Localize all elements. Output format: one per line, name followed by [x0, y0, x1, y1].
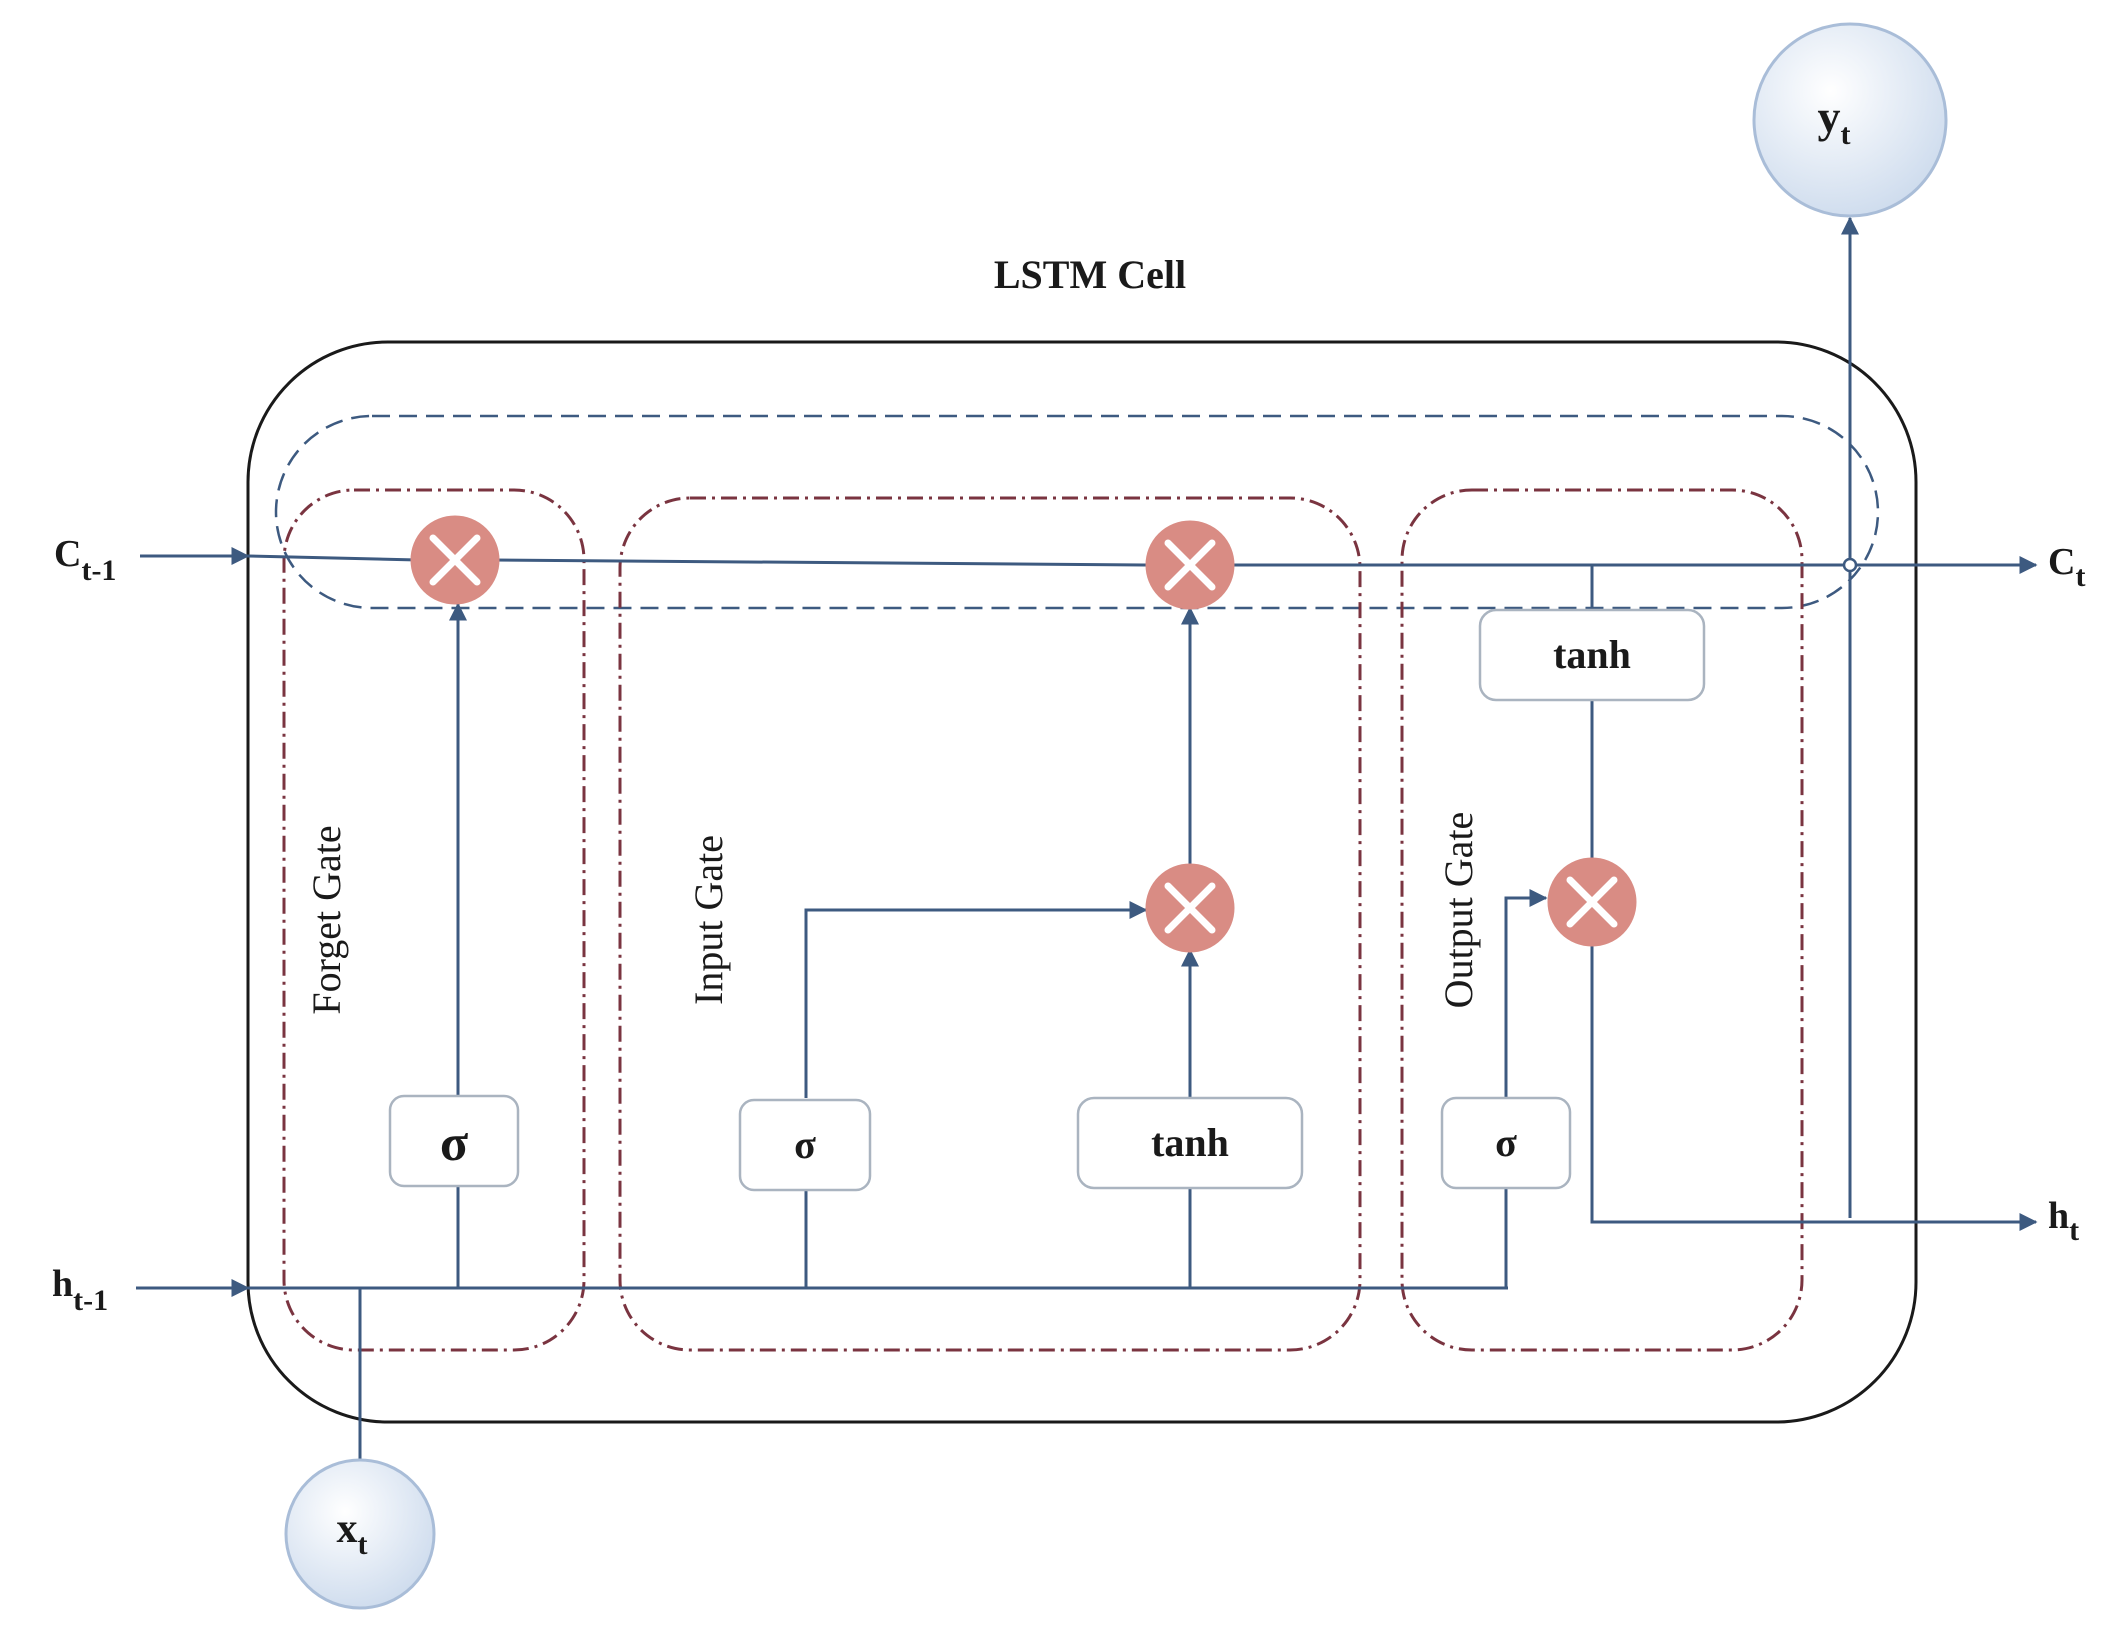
c-next-base: C	[2048, 541, 2075, 583]
c-prev-sub: t-1	[81, 554, 116, 587]
output-sigma-label: σ	[1495, 1120, 1517, 1165]
cell-state-line-1	[247, 554, 419, 562]
c-next-label: Ct	[2048, 541, 2085, 593]
svg-text:yt: yt	[1818, 91, 1851, 151]
forget-sigma-box: σ	[388, 1094, 520, 1188]
x-label-base: x	[337, 1506, 358, 1552]
input-gate-region	[618, 496, 1362, 1352]
output-gate-region	[1400, 488, 1804, 1352]
h-next-sub: t	[2069, 1214, 2079, 1247]
forget-gate-region	[282, 488, 586, 1352]
cell-to-tanh-line	[1590, 563, 1664, 612]
y-label-sub: t	[1841, 118, 1851, 151]
c-prev-base: C	[54, 533, 81, 575]
h-prev-label: ht-1	[52, 1263, 108, 1317]
input-sigma-to-mult	[804, 901, 1148, 1098]
h-next-label: ht	[2048, 1195, 2079, 1247]
output-mult-to-h-line	[1590, 944, 2038, 1231]
x-label-sub: t	[358, 1528, 368, 1561]
cell-state-junction	[1842, 557, 1858, 573]
output-multiply-icon	[1547, 857, 1637, 947]
input-gate-label: Input Gate	[686, 835, 731, 1005]
lstm-cell-box	[246, 340, 1918, 1424]
h-next-base: h	[2048, 1195, 2069, 1237]
output-sigma-to-mult	[1504, 889, 1548, 1098]
y-output-node: yt	[1752, 22, 1948, 218]
h-prev-base: h	[52, 1263, 73, 1305]
c-next-sub: t	[2075, 560, 2085, 593]
x-input-node: xt	[284, 1458, 436, 1610]
input-sigma-label: σ	[794, 1122, 816, 1167]
c-prev-label: Ct-1	[54, 533, 116, 587]
h-prev-sub: t-1	[73, 1284, 108, 1317]
input-multiply-icon	[1145, 863, 1235, 953]
output-sigma-box: σ	[1440, 1096, 1572, 1190]
forget-multiply-icon	[410, 515, 500, 605]
diagram-title: LSTM Cell	[994, 252, 1186, 297]
cell-update-multiply-icon	[1145, 520, 1235, 610]
output-tanh-label: tanh	[1553, 632, 1631, 677]
candidate-tanh-label: tanh	[1151, 1120, 1229, 1165]
svg-text:xt: xt	[337, 1506, 368, 1561]
forget-gate-label: Forget Gate	[304, 825, 349, 1014]
cell-state-line-2	[491, 558, 1149, 567]
candidate-tanh-box: tanh	[1076, 1096, 1304, 1190]
output-tanh-box: tanh	[1478, 608, 1706, 702]
output-gate-label: Output Gate	[1436, 812, 1481, 1009]
input-sigma-box: σ	[738, 1098, 872, 1192]
forget-sigma-label: σ	[440, 1115, 468, 1172]
y-label-base: y	[1818, 91, 1841, 142]
cell-state-region	[274, 414, 1880, 610]
